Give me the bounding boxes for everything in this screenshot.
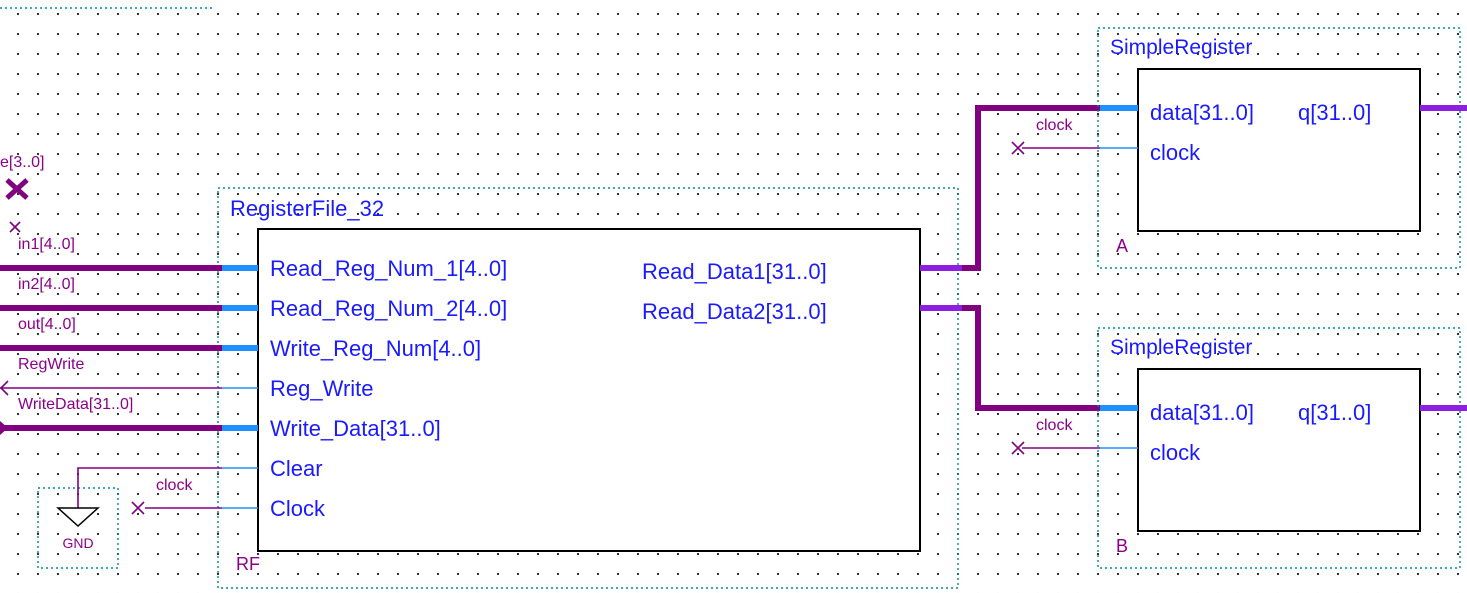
register-a-body (1137, 68, 1421, 232)
ground-symbol-icon (56, 507, 100, 528)
left-wiring: e[3..0] in1[4..0] in2[4..0] out[4..0] Re… (0, 154, 222, 569)
register-b-clock-x-icon (1011, 441, 1025, 455)
wire-label-regwrite: RegWrite (18, 356, 84, 373)
port-clock[interactable]: Clock (270, 496, 326, 521)
port-write-data[interactable]: Write_Data[31..0] (270, 416, 441, 441)
port-clear[interactable]: Clear (270, 456, 323, 481)
bus-read-data-2[interactable] (920, 305, 1100, 411)
unconnected-x-icon (5, 178, 29, 200)
register-b-title: SimpleRegister (1110, 336, 1252, 359)
register-file-body (257, 228, 921, 552)
register-a-clock-port[interactable]: clock (1150, 140, 1201, 165)
wire-label-in1: in1[4..0] (18, 236, 75, 253)
gnd-label: GND (62, 535, 93, 551)
register-a-clock-x-icon (1011, 141, 1025, 155)
unconnected-small-x-icon (9, 221, 21, 233)
port-write-reg-num[interactable]: Write_Reg_Num[4..0] (270, 336, 481, 361)
bus-read-data-1[interactable] (920, 105, 1100, 271)
wire-label-e: e[3..0] (0, 154, 44, 171)
register-a-title: SimpleRegister (1110, 36, 1252, 59)
port-read-data-2[interactable]: Read_Data2[31..0] (642, 299, 827, 324)
register-b-instance: B (1116, 536, 1128, 556)
wire-label-clock-rf: clock (156, 477, 193, 494)
port-read-data-1[interactable]: Read_Data1[31..0] (642, 259, 827, 284)
wire-label-in2: in2[4..0] (18, 276, 75, 293)
register-file-block[interactable]: RegisterFile_32 RF Read_Reg_Num_1[4..0] … (217, 187, 959, 589)
register-b-output-port[interactable]: q[31..0] (1298, 400, 1371, 425)
port-read-reg-num-2[interactable]: Read_Reg_Num_2[4..0] (270, 296, 507, 321)
register-b-data-port[interactable]: data[31..0] (1150, 400, 1254, 425)
register-a-clock-wire-label: clock (1036, 117, 1073, 134)
register-a-frame (1097, 27, 1461, 269)
unconnected-clock-x-icon (131, 501, 145, 515)
register-a-output-port[interactable]: q[31..0] (1298, 100, 1371, 125)
port-read-reg-num-1[interactable]: Read_Reg_Num_1[4..0] (270, 256, 507, 281)
register-b-frame (1097, 327, 1461, 569)
register-a-block[interactable]: SimpleRegister data[31..0] q[31..0] cloc… (1011, 27, 1467, 269)
register-b-body (1137, 368, 1421, 532)
register-b-clock-port[interactable]: clock (1150, 440, 1201, 465)
arrow-left-icon (0, 380, 9, 396)
register-a-data-port[interactable]: data[31..0] (1150, 100, 1254, 125)
bus-terminal-icon (0, 421, 8, 435)
port-reg-write[interactable]: Reg_Write (270, 376, 374, 401)
register-a-instance: A (1116, 236, 1128, 256)
wire-clear-gnd[interactable] (77, 467, 222, 508)
wire-label-writedata: WriteData[31..0] (18, 396, 133, 413)
wire-label-out: out[4..0] (18, 316, 76, 333)
register-file-title: RegisterFile_32 (230, 196, 384, 221)
register-b-block[interactable]: SimpleRegister data[31..0] q[31..0] cloc… (1011, 327, 1467, 569)
register-b-clock-wire-label: clock (1036, 417, 1073, 434)
register-file-instance: RF (236, 554, 260, 574)
